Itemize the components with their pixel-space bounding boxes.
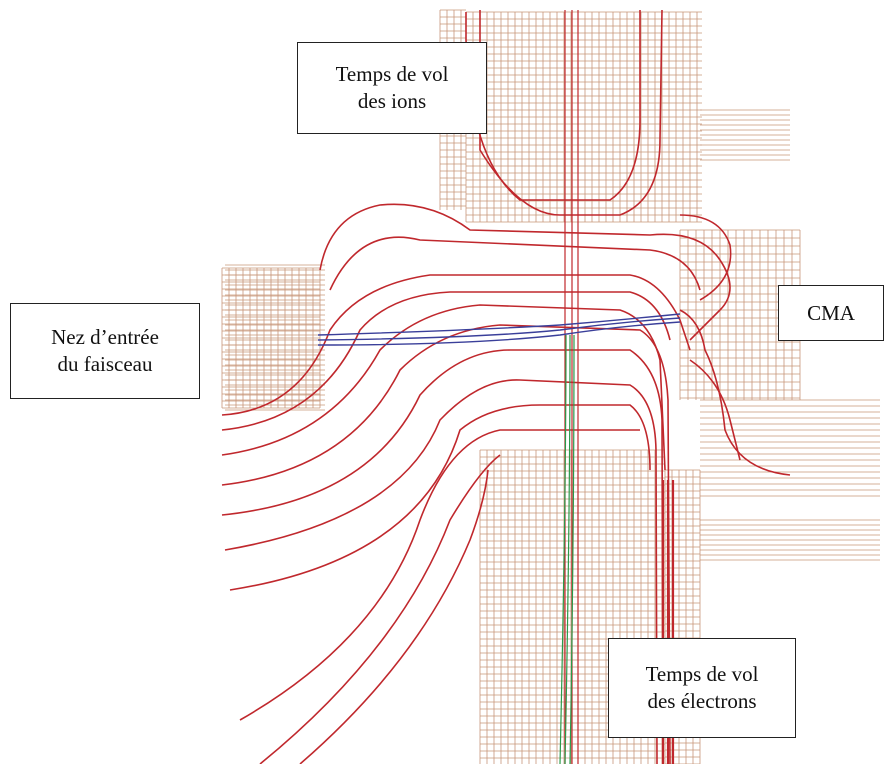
ion-label-line2: des ions xyxy=(357,89,427,113)
grid-top-right-hatch xyxy=(700,109,790,161)
electron-trajectory xyxy=(559,334,567,764)
field-line xyxy=(239,429,640,721)
field-line xyxy=(479,9,663,216)
field-line xyxy=(221,324,671,764)
cma-label: CMA xyxy=(778,285,884,341)
ion-label-line1: Temps de vol xyxy=(335,62,449,86)
electrode-grid xyxy=(221,9,880,764)
grid-right-block xyxy=(679,229,801,400)
beam-trajectory xyxy=(317,317,681,341)
field-line xyxy=(299,469,489,764)
field-line xyxy=(229,404,651,591)
grid-right-hatch xyxy=(700,399,880,497)
field-line xyxy=(679,309,791,476)
electron-time-of-flight-label: Temps de vol des électrons xyxy=(608,638,796,738)
field-line xyxy=(221,291,671,431)
field-line xyxy=(221,304,666,471)
electron-label-line1: Temps de vol xyxy=(645,662,759,686)
grid-left-hatch xyxy=(225,264,325,411)
grid-bottom-right-hatch xyxy=(700,519,880,561)
nose-label-line1: Nez d’entrée xyxy=(51,325,159,349)
field-line xyxy=(689,359,741,461)
field-line xyxy=(259,454,501,764)
beam-trajectory xyxy=(317,321,681,346)
grid-top-column xyxy=(465,11,702,223)
beam-entrance-nose-label: Nez d’entrée du faisceau xyxy=(10,303,200,399)
beam-trajectory xyxy=(317,313,681,336)
field-line xyxy=(221,349,664,764)
particle-trajectories xyxy=(317,313,681,764)
nose-label-line2: du faisceau xyxy=(57,352,153,376)
field-line xyxy=(221,274,691,416)
field-line xyxy=(224,379,658,764)
field-line xyxy=(319,203,731,341)
electron-trajectory xyxy=(564,334,571,764)
electron-trajectory xyxy=(569,334,575,764)
field-line xyxy=(465,10,641,201)
field-line xyxy=(679,214,732,301)
ion-time-of-flight-label: Temps de vol des ions xyxy=(297,42,487,134)
grid-left-block xyxy=(221,267,321,409)
electron-label-line2: des électrons xyxy=(647,689,757,713)
field-line xyxy=(329,236,701,291)
cma-label-text: CMA xyxy=(807,300,855,325)
